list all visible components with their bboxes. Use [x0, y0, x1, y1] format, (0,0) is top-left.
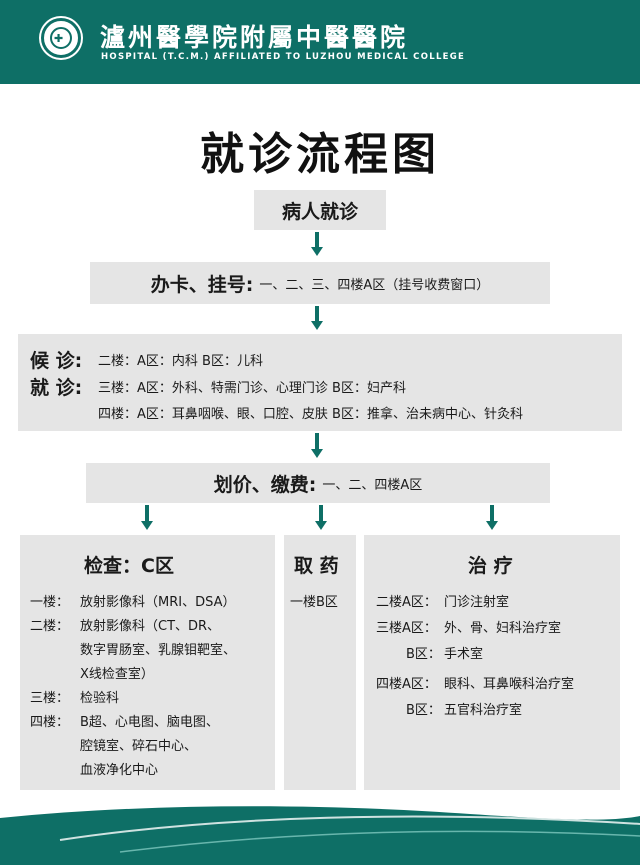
step-registration-detail: 一、二、三、四楼A区（挂号收费窗口）: [259, 277, 490, 293]
pharmacy-title: 取 药: [294, 555, 339, 577]
hospital-name-cn: 瀘州醫學院附屬中醫醫院: [100, 23, 409, 52]
exam-item: 检验科: [80, 691, 120, 706]
arrow-down-icon: [141, 505, 153, 531]
logo-mark: ✚: [54, 32, 64, 45]
consult-floor-4: 四楼：A区：耳鼻咽喉、眼、口腔、皮肤 B区：推拿、治未病中心、针灸科: [98, 407, 523, 422]
consult-label: 就 诊:: [30, 377, 83, 399]
treatment-floor-label: 三楼A区：: [376, 621, 437, 636]
exam-item: 血液净化中心: [80, 763, 159, 778]
step-payment-label: 划价、缴费:: [213, 473, 317, 496]
arrow-down-icon: [311, 433, 323, 459]
step-consultation: 候 诊: 就 诊: 二楼：A区：内科 B区：儿科 三楼：A区：外科、特需门诊、心…: [18, 334, 622, 431]
header-banner: ✚ 瀘州醫學院附屬中醫醫院 HOSPITAL (T.C.M.) AFFILIAT…: [0, 0, 640, 84]
treatment-floor-label: 二楼A区：: [376, 595, 437, 610]
treatment-title: 治 疗: [468, 555, 513, 577]
exam-title: 检查：C区: [84, 555, 174, 577]
treatment-item: 手术室: [444, 647, 484, 662]
exam-floor-label: 一楼：: [30, 595, 70, 610]
footer-wave: [0, 806, 640, 865]
step-payment: 划价、缴费: 一、二、四楼A区: [86, 463, 550, 503]
arrow-down-icon: [315, 505, 327, 531]
hospital-logo-icon: ✚: [41, 18, 81, 58]
exam-floor-label: 二楼：: [30, 619, 70, 634]
treatment-item: 五官科治疗室: [444, 703, 523, 718]
arrow-down-icon: [311, 232, 323, 257]
treatment-floor-label: B区：: [406, 647, 441, 662]
exam-item: 放射影像科（MRI、DSA）: [80, 595, 236, 610]
waiting-label: 候 诊:: [30, 350, 83, 372]
consult-floor-2: 二楼：A区：内科 B区：儿科: [98, 354, 263, 369]
page-title: 就诊流程图: [200, 129, 440, 180]
exam-item: X线检查室）: [80, 667, 154, 682]
treatment-floor-label: 四楼A区：: [376, 677, 437, 692]
treatment-item: 眼科、耳鼻喉科治疗室: [444, 677, 575, 692]
pharmacy-panel: 取 药 一楼B区: [284, 535, 356, 790]
step-registration-label: 办卡、挂号:: [150, 273, 254, 296]
step-registration: 办卡、挂号: 一、二、三、四楼A区（挂号收费窗口）: [90, 262, 550, 304]
exam-item: 数字胃肠室、乳腺钼靶室、: [80, 643, 237, 658]
treatment-floor-label: B区：: [406, 703, 441, 718]
step-patient-visit: 病人就诊: [254, 190, 386, 230]
exam-floor-label: 四楼：: [30, 715, 70, 730]
treatment-panel: 治 疗 二楼A区： 门诊注射室 三楼A区： 外、骨、妇科治疗室 B区： 手术室 …: [364, 535, 620, 790]
step-payment-detail: 一、二、四楼A区: [322, 477, 423, 493]
consult-floor-3: 三楼：A区：外科、特需门诊、心理门诊 B区：妇产科: [98, 381, 406, 396]
step-patient-visit-label: 病人就诊: [281, 200, 358, 223]
arrow-down-icon: [311, 306, 323, 331]
exam-item: 放射影像科（CT、DR、: [80, 619, 221, 634]
exam-item: B超、心电图、脑电图、: [80, 715, 219, 730]
exam-item: 腔镜室、碎石中心、: [80, 739, 198, 754]
treatment-item: 外、骨、妇科治疗室: [444, 621, 562, 636]
treatment-item: 门诊注射室: [444, 595, 510, 610]
logo-ring: [50, 27, 72, 49]
arrow-down-icon: [486, 505, 498, 531]
hospital-name-en: HOSPITAL (T.C.M.) AFFILIATED TO LUZHOU M…: [101, 52, 466, 62]
exam-panel: 检查：C区 一楼： 放射影像科（MRI、DSA） 二楼： 放射影像科（CT、DR…: [20, 535, 275, 790]
pharmacy-location: 一楼B区: [290, 595, 338, 610]
exam-floor-label: 三楼：: [30, 691, 70, 706]
